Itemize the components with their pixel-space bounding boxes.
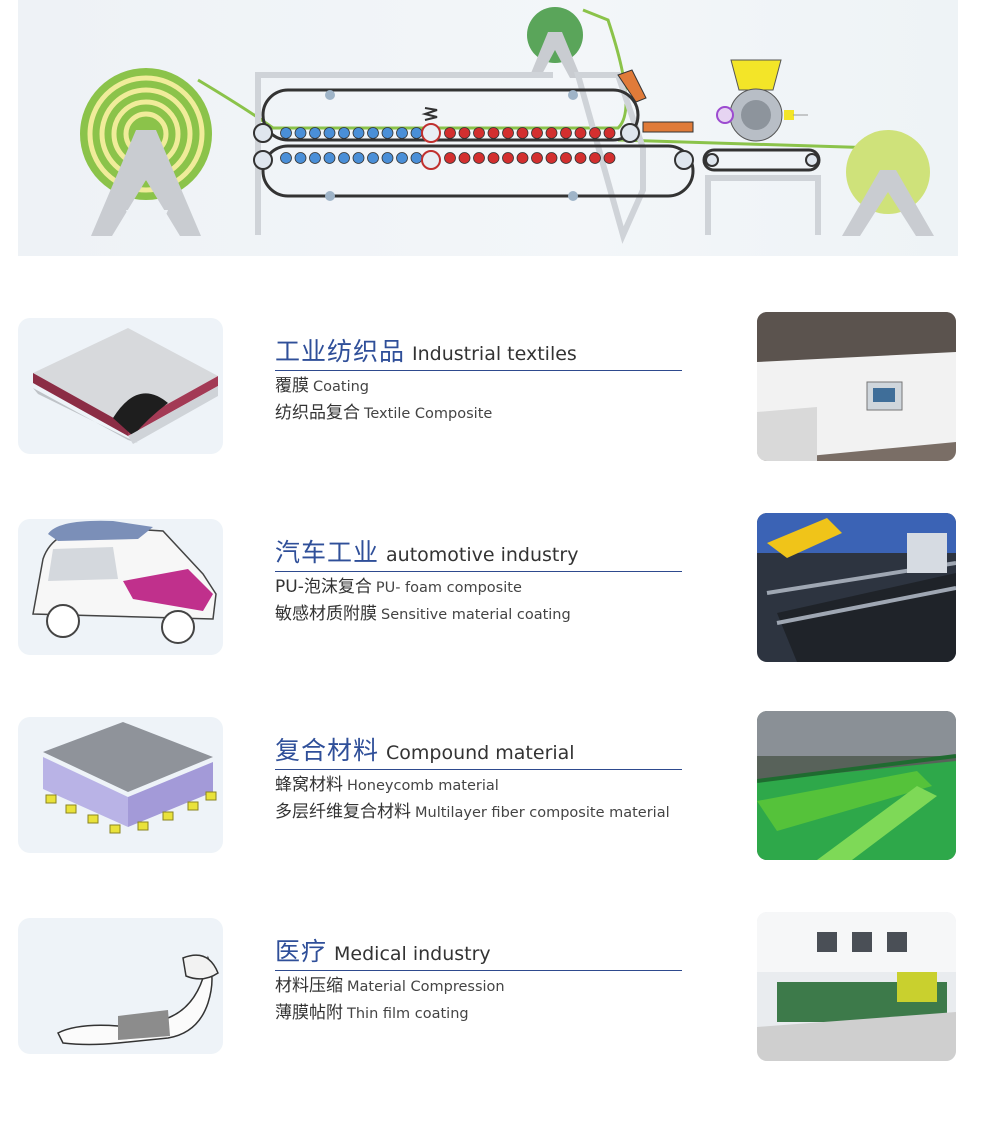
laminating-line-diagram [80, 7, 934, 244]
press-roller [487, 127, 500, 139]
section-heading: 工业纺织品 Industrial textiles [275, 332, 682, 371]
press-roller [574, 127, 587, 139]
factory-photo-green-line [757, 711, 956, 860]
press-roller [502, 127, 514, 139]
section-title-cn: 医疗 [275, 937, 328, 966]
press-roller [352, 127, 365, 139]
press-roller [410, 152, 423, 164]
press-roller [473, 152, 485, 164]
press-roller [381, 127, 394, 139]
textile-layers-illustration [18, 318, 223, 454]
section-heading: 汽车工业 automotive industry [275, 533, 682, 572]
factory-photo-oven [757, 312, 956, 461]
press-roller [458, 152, 471, 164]
section-title-cn: 复合材料 [275, 736, 380, 765]
press-roller [589, 152, 601, 164]
section-title-en: automotive industry [386, 544, 579, 566]
press-roller [473, 127, 485, 139]
press-roller [502, 152, 514, 164]
section-title-en: Industrial textiles [412, 343, 577, 365]
section-title-en: Medical industry [334, 943, 491, 965]
press-roller [280, 152, 292, 164]
press-roller [545, 152, 558, 164]
press-roller [396, 152, 408, 164]
press-roller [323, 152, 336, 164]
press-roller [309, 152, 321, 164]
press-roller [545, 127, 558, 139]
section-heading: 医疗 Medical industry [275, 932, 682, 971]
press-roller [444, 127, 456, 139]
press-roller [338, 127, 350, 139]
press-roller [531, 152, 543, 164]
press-roller [574, 152, 587, 164]
press-roller [294, 127, 307, 139]
press-roller [603, 127, 616, 139]
honeycomb-illustration [18, 717, 223, 853]
press-roller [516, 127, 529, 139]
process-diagram-banner [18, 0, 958, 256]
press-roller [396, 127, 408, 139]
press-roller [487, 152, 500, 164]
section-title-cn: 汽车工业 [275, 538, 380, 567]
press-roller [381, 152, 394, 164]
press-rollers [280, 127, 616, 164]
press-roller [444, 152, 456, 164]
press-roller [367, 152, 379, 164]
press-roller [323, 127, 336, 139]
press-roller [294, 152, 307, 164]
press-roller [352, 152, 365, 164]
rewind-roll [842, 130, 934, 236]
unwind-roll [80, 68, 212, 236]
section-title-cn: 工业纺织品 [275, 337, 406, 366]
press-roller [516, 152, 529, 164]
car-illustration [18, 519, 223, 655]
press-roller [367, 127, 379, 139]
press-roller [338, 152, 350, 164]
press-roller [560, 127, 572, 139]
press-roller [410, 127, 423, 139]
press-roller [531, 127, 543, 139]
press-roller [589, 127, 601, 139]
press-roller [309, 127, 321, 139]
press-roller [280, 127, 292, 139]
powder-scatter-unit [716, 59, 808, 142]
press-roller [560, 152, 572, 164]
press-roller [458, 127, 471, 139]
section-heading: 复合材料 Compound material [275, 731, 682, 770]
arm-illustration [18, 918, 223, 1054]
section-title-en: Compound material [386, 742, 575, 764]
press-roller [603, 152, 616, 164]
factory-photo-robot [757, 513, 956, 662]
factory-photo-workshop [757, 912, 956, 1061]
film-supply-roll [527, 7, 583, 78]
